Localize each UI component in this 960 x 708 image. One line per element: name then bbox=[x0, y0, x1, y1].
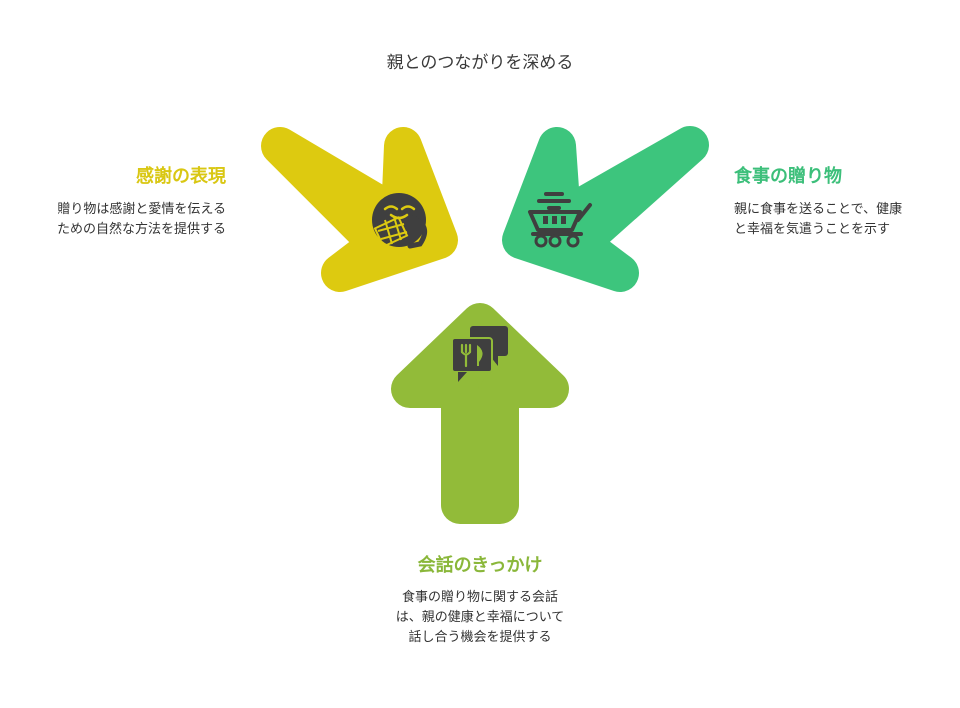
gratitude-hand-icon bbox=[372, 193, 428, 249]
conversation-arrow bbox=[391, 303, 569, 524]
conversation-description: 食事の贈り物に関する会話は、親の健康と幸福について話し合う機会を提供する bbox=[395, 590, 565, 645]
gratitude-description: 贈り物は感謝と愛情を伝えるための自然な方法を提供する bbox=[56, 202, 226, 237]
meal-gift-description: 親に食事を送ることで、健康と幸福を気遣うことを示す bbox=[734, 202, 903, 237]
conversation-arrow-shape bbox=[391, 303, 569, 524]
conversation-heading: 会話のきっかけ bbox=[417, 555, 543, 576]
meal-gift-arrow-shape bbox=[502, 126, 709, 292]
diagram-title: 親とのつながりを深める bbox=[386, 53, 574, 73]
food-cart-icon bbox=[528, 192, 592, 248]
meal-gift-heading: 食事の贈り物 bbox=[734, 166, 842, 187]
meal-gift-arrow bbox=[502, 126, 709, 292]
dining-chat-icon bbox=[451, 326, 508, 382]
gratitude-heading: 感謝の表現 bbox=[136, 166, 226, 187]
